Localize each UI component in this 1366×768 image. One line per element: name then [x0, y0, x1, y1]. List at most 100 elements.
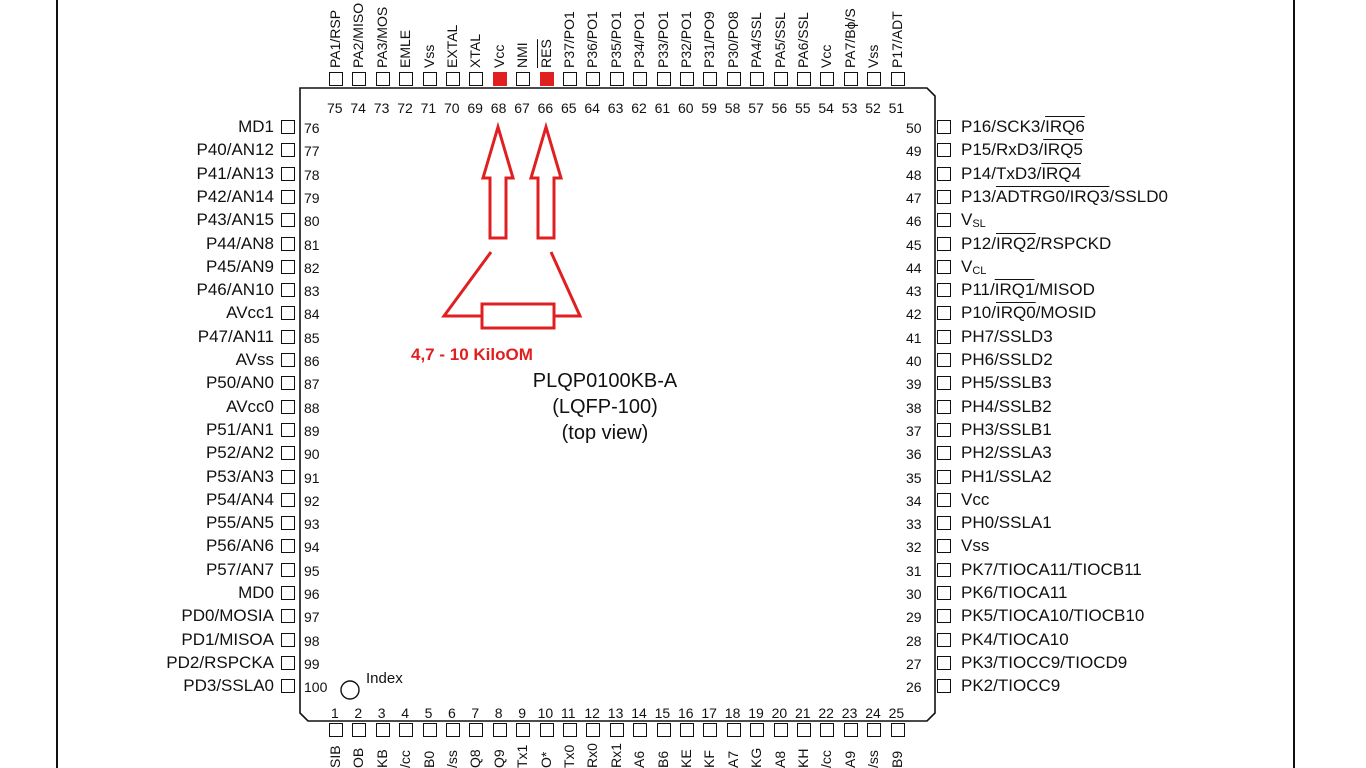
pin-square: [609, 723, 624, 737]
pin-square: [937, 329, 951, 344]
pin-number: 18: [724, 705, 741, 721]
pin-label: /cc: [818, 750, 835, 768]
pin-label: Vcc: [818, 44, 835, 68]
pin-square: [281, 259, 295, 274]
pin-square: [937, 283, 951, 298]
pin-number: 21: [795, 705, 811, 721]
pin-label: PH7/SSLD3: [961, 327, 1053, 347]
pin-label: A8: [771, 750, 788, 768]
pin-square: [281, 516, 295, 531]
pin-label: Vss: [420, 44, 437, 68]
pin-number: 69: [467, 100, 483, 116]
pin-number: 74: [350, 100, 366, 116]
pin-label: PA4/SSL: [748, 12, 765, 68]
index-label: Index: [366, 670, 403, 687]
pin-number: 34: [906, 492, 922, 509]
pin-label: P16/SCK3/IRQ6: [961, 117, 1085, 137]
pin-square: [937, 166, 951, 181]
pin-label: P50/AN0: [205, 373, 274, 393]
pin-label: P33/PO1: [654, 11, 671, 68]
pin-number: 28: [906, 632, 922, 649]
pin-square: [281, 422, 295, 437]
pin-label: MD1: [238, 117, 274, 136]
pin-number: 88: [304, 399, 320, 416]
pin-label-prefix: V: [961, 210, 973, 230]
pin-number: 90: [304, 446, 320, 463]
pin-label-prefix: PH7/SSLD3: [961, 326, 1053, 346]
pin-number: 24: [865, 705, 881, 721]
pin-label: A6: [631, 750, 648, 768]
pin-square: [890, 72, 905, 86]
pin-square: [281, 679, 295, 694]
pin-number: 6: [448, 705, 456, 721]
pin-label: VCL: [961, 257, 986, 279]
pin-label: PK7/TIOCA11/TIOCB11: [961, 560, 1142, 580]
pin-label: P47/AN11: [197, 326, 274, 346]
pin-label: PH1/SSLA2: [961, 467, 1052, 487]
pin-number: 98: [304, 632, 320, 649]
pin-number: 54: [818, 100, 834, 116]
pin-number: 36: [906, 446, 922, 463]
pin-label: PK4/TIOCA10: [961, 630, 1069, 650]
pin-label-active-low: IRQ1: [994, 280, 1035, 300]
pin-label: B0: [420, 750, 437, 768]
pin-square: [773, 72, 788, 86]
pin-square: [492, 723, 507, 737]
pin-label-prefix: PH0/SSLA1: [961, 513, 1052, 533]
pin-square: [633, 72, 648, 86]
pin-square: [937, 120, 951, 134]
pin-number: 38: [906, 399, 922, 416]
pin-number: 84: [304, 306, 320, 323]
pin-square: [281, 469, 295, 484]
pin-square: [937, 353, 951, 367]
pin-square: [937, 143, 951, 158]
pin-number: 22: [818, 705, 834, 721]
pin-number: 25: [888, 705, 905, 721]
pin-square: [492, 72, 507, 86]
pin-square: [446, 723, 460, 737]
pin-square: [281, 446, 295, 461]
pin-label-subscript: SL: [972, 218, 986, 231]
pin-label: KE: [678, 749, 694, 768]
pin-square: [375, 723, 390, 737]
pin-square: [937, 609, 951, 624]
pin-number: 26: [906, 679, 922, 696]
pin-number: 77: [304, 143, 320, 160]
pin-number: 100: [304, 679, 328, 696]
pin-label: P55/AN5: [205, 513, 274, 533]
pin-number: 70: [444, 100, 460, 116]
pin-label: P37/PO1: [561, 11, 577, 68]
pin-number: 89: [304, 422, 320, 439]
pin-number: 63: [607, 100, 624, 116]
pin-number: 79: [304, 189, 320, 206]
pin-number: 45: [906, 236, 922, 253]
pin-label: P14/TxD3/IRQ4: [961, 164, 1081, 184]
pin-label-suffix: /SSLD0: [1109, 186, 1168, 206]
pin-label: P17/ADT: [888, 11, 905, 68]
pin-number: 55: [795, 100, 811, 116]
pin-number: 32: [906, 539, 922, 556]
pin-square: [937, 236, 951, 251]
pin-number: 20: [771, 705, 788, 721]
wire-left: [441, 251, 493, 318]
pin-square: [399, 72, 414, 86]
pin-number: 73: [373, 100, 390, 116]
pin-label: MD0: [238, 583, 274, 602]
pin-square: [937, 679, 951, 694]
pin-square: [375, 72, 390, 86]
pin-label: AVcc0: [226, 396, 274, 416]
pin-label: P31/PO9: [701, 11, 718, 68]
pin-square: [773, 723, 788, 737]
pin-number: 71: [420, 100, 437, 116]
pin-square: [867, 723, 882, 737]
pin-label-prefix: PK3/TIOCC9/TIOCD9: [961, 652, 1128, 672]
pin-square: [726, 72, 741, 86]
pin-number: 7: [471, 705, 480, 721]
pin-label: P11/IRQ1/MISOD: [961, 280, 1095, 300]
pin-label-prefix: PK4/TIOCA10: [961, 629, 1069, 649]
pin-label: /cc: [397, 750, 414, 768]
pin-number: 91: [304, 469, 320, 486]
pin-square: [281, 539, 295, 554]
pin-number: 47: [906, 189, 922, 206]
pin-label: PA3/MOS: [373, 6, 390, 68]
